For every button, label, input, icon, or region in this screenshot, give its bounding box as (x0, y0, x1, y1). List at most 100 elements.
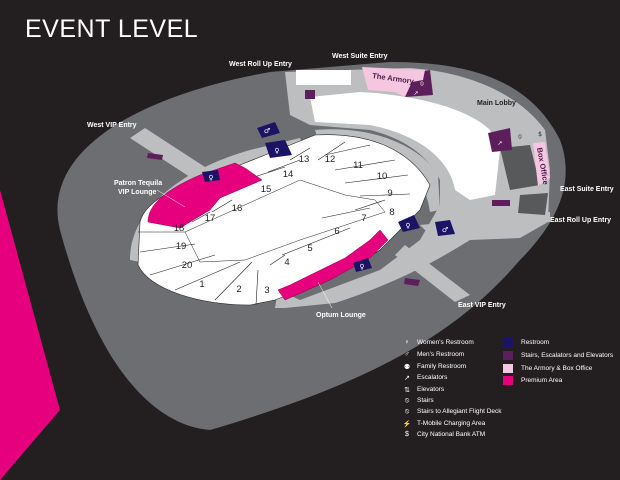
section-3[interactable]: 3 (264, 285, 269, 296)
label-east-suite-entry: East Suite Entry (560, 186, 614, 193)
legend-label: Elevators (417, 386, 445, 393)
legend-label: Restroom (521, 339, 550, 346)
section-numbers: 1 2 3 4 5 6 7 8 9 10 11 12 13 14 15 16 1… (174, 154, 395, 296)
section-dividers (138, 141, 411, 306)
restroom-west-2 (265, 140, 292, 158)
section-12[interactable]: 12 (325, 154, 336, 165)
legend-swatch-circulation: Stairs, Escalators and Elevators (503, 351, 613, 360)
legend-item-atm: $ City National Bank ATM (400, 430, 485, 439)
legend-label: Escalators (417, 374, 448, 381)
svg-text:♀: ♀ (405, 222, 410, 230)
charging-icon: ⚡ (402, 420, 412, 428)
svg-text:⦸: ⦸ (420, 80, 424, 87)
inner-arc (315, 129, 440, 212)
label-patron-lounge-2: VIP Lounge (118, 189, 156, 196)
legend-item-elevators: ⇅ Elevators (400, 385, 444, 394)
legend-item-charging: ⚡ T-Mobile Charging Area (400, 419, 486, 428)
legend-label: T-Mobile Charging Area (417, 420, 486, 427)
section-1[interactable]: 1 (199, 279, 204, 290)
section-8[interactable]: 8 (389, 207, 394, 218)
section-13[interactable]: 13 (299, 154, 310, 165)
legend-label: Premium Area (521, 377, 563, 384)
legend-swatch-armory: The Armory & Box Office (503, 364, 592, 373)
east-escalator (488, 128, 512, 152)
armory-swatch (503, 364, 513, 373)
legend-label: City National Bank ATM (417, 431, 486, 438)
legend-label: Women's Restroom (417, 339, 474, 346)
section-15[interactable]: 15 (261, 184, 272, 195)
restroom-east-2 (435, 220, 455, 236)
escalator-icon: ↗ (404, 374, 410, 382)
label-east-roll-up-entry: East Roll Up Entry (550, 217, 611, 224)
restroom-east-1 (398, 215, 420, 232)
elevator-west-vip (147, 153, 163, 160)
legend-item-escalators: ↗ Escalators (400, 373, 447, 382)
svg-text:♀: ♀ (208, 174, 213, 182)
legend-item-stairs: ⦸ Stairs (400, 396, 434, 405)
svg-text:♂: ♂ (442, 226, 448, 234)
restrooms: ♂ ♀ ♀ ♀ ♂ ♀ (202, 122, 455, 272)
decorative-magenta-shape (0, 190, 60, 480)
svg-text:↗: ↗ (413, 90, 418, 97)
legend-item-mens-restroom: ♂ Men's Restroom (400, 350, 464, 359)
section-9[interactable]: 9 (387, 188, 392, 199)
family-restroom-icon: ⚉ (403, 363, 411, 371)
page-title: EVENT LEVEL (25, 15, 199, 43)
patron-tequila-vip-lounge[interactable] (147, 162, 263, 229)
label-west-suite-entry: West Suite Entry (332, 53, 388, 60)
patron-lounge-pointer (156, 189, 186, 208)
stairs-allegiant-icon: ⦸ (404, 407, 410, 415)
label-optum-lounge: Optum Lounge (316, 312, 366, 319)
legend-label: Stairs to Allegiant Flight Deck (417, 408, 502, 415)
elevator-armory (305, 90, 315, 99)
east-service-2 (518, 193, 548, 215)
svg-text:⦸: ⦸ (518, 133, 522, 140)
restroom-west-vip (202, 170, 220, 182)
label-east-vip-entry: East VIP Entry (458, 302, 506, 309)
the-armory[interactable] (362, 67, 425, 97)
svg-text:$: $ (538, 131, 542, 138)
section-19[interactable]: 19 (176, 241, 187, 252)
premium-swatch (503, 376, 513, 385)
label-patron-lounge-1: Patron Tequila (114, 180, 162, 187)
east-service-1 (500, 145, 540, 190)
stairs-icon: ⦸ (404, 396, 410, 404)
box-office[interactable] (533, 142, 550, 186)
legend-label: Stairs, Escalators and Elevators (521, 352, 614, 359)
restroom-swatch (503, 338, 513, 347)
label-west-vip-entry: West VIP Entry (87, 122, 137, 129)
svg-text:♀: ♀ (274, 147, 279, 155)
section-18[interactable]: 18 (174, 223, 185, 234)
atm-icon: $ (405, 431, 409, 438)
svg-text:♂: ♂ (264, 127, 270, 135)
section-2[interactable]: 2 (236, 284, 241, 295)
east-vip-corridor (395, 245, 470, 302)
section-17[interactable]: 17 (205, 213, 216, 224)
label-main-lobby: Main Lobby (477, 100, 516, 107)
restroom-optum (353, 258, 372, 272)
optum-lounge-pointer (317, 281, 333, 309)
section-14[interactable]: 14 (283, 169, 294, 180)
section-5[interactable]: 5 (307, 243, 312, 254)
section-4[interactable]: 4 (284, 257, 289, 268)
section-6[interactable]: 6 (334, 226, 339, 237)
womens-restroom-icon: ♀ (404, 339, 410, 346)
legend-label: Stairs (417, 397, 434, 404)
restroom-west-1 (257, 122, 280, 138)
mens-restroom-icon: ♂ (404, 351, 410, 358)
section-10[interactable]: 10 (377, 171, 388, 182)
legend-swatch-premium: Premium Area (503, 376, 562, 385)
elevator-icon: ⇅ (404, 386, 410, 394)
svg-text:↗: ↗ (497, 140, 502, 147)
label-west-roll-up-entry: West Roll Up Entry (229, 61, 292, 68)
legend-label: Men's Restroom (417, 351, 465, 358)
section-20[interactable]: 20 (182, 260, 193, 271)
section-11[interactable]: 11 (353, 160, 363, 171)
suite-block (296, 70, 351, 85)
legend-label: Family Restroom (417, 363, 467, 370)
optum-lounge[interactable] (277, 229, 389, 301)
elevator-east (492, 200, 510, 206)
section-16[interactable]: 16 (232, 203, 243, 214)
section-7[interactable]: 7 (361, 213, 366, 224)
